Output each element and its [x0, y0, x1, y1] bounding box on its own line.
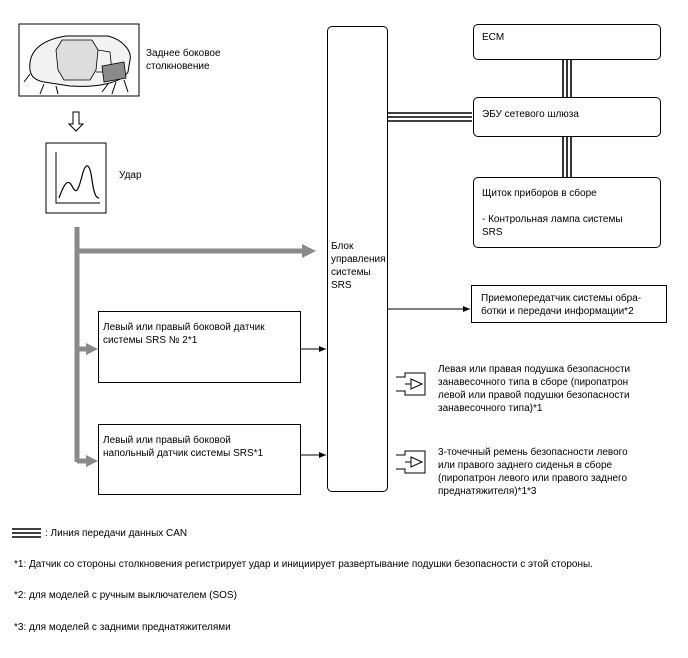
floor-sensor-label: Левый или правый боковой напольный датчи… [103, 435, 264, 459]
impact-graph-icon [45, 142, 107, 214]
srs-sensor-no2-box: Левый или правый боковой датчик системы … [98, 311, 301, 383]
footnote-2: *2: для моделей с ручным выключателем (S… [14, 590, 237, 601]
footnote-3: *3: для моделей с задними преднатяжителя… [14, 622, 231, 633]
gateway-label: ЭБУ сетевого шлюза [482, 109, 579, 120]
srs-floor-sensor-box: Левый или правый боковой напольный датчи… [98, 424, 301, 495]
curtain-airbag-label: Левая или правая подушка безопасности за… [438, 364, 631, 414]
sensor-no2-label: Левый или правый боковой датчик системы … [103, 322, 265, 346]
cluster-label: Щиток приборов в сборе - Контрольная лам… [482, 188, 623, 238]
footnote-1: *1: Датчик со стороны столкновения регис… [14, 559, 593, 570]
transceiver-label: Приемопередатчик системы обра- ботки и п… [481, 293, 642, 317]
impact-label: Удар [119, 170, 142, 181]
seatbelt-label: 3-точечный ремень безопасности левого ил… [438, 447, 628, 497]
seatbelt-squib-icon [396, 450, 426, 474]
can-line-legend-icon [12, 528, 41, 538]
gateway-ecu-box: ЭБУ сетевого шлюза [473, 97, 661, 137]
instrument-cluster-box: Щиток приборов в сборе - Контрольная лам… [473, 177, 661, 248]
curtain-squib-icon [396, 372, 426, 396]
srs-unit-label: Блок управления системы SRS [331, 241, 386, 291]
rear-collision-label: Заднее боковое столкновение [146, 48, 221, 72]
down-arrow-icon [67, 111, 85, 132]
can-line-legend-label: : Линия передачи данных CAN [45, 528, 188, 539]
srs-control-unit: Блок управления системы SRS [327, 26, 388, 492]
transceiver-box: Приемопередатчик системы обра- ботки и п… [471, 285, 667, 323]
ecm-label: ECM [482, 32, 505, 43]
ecm-box: ECM [473, 24, 661, 60]
car-collision-image [18, 23, 140, 97]
